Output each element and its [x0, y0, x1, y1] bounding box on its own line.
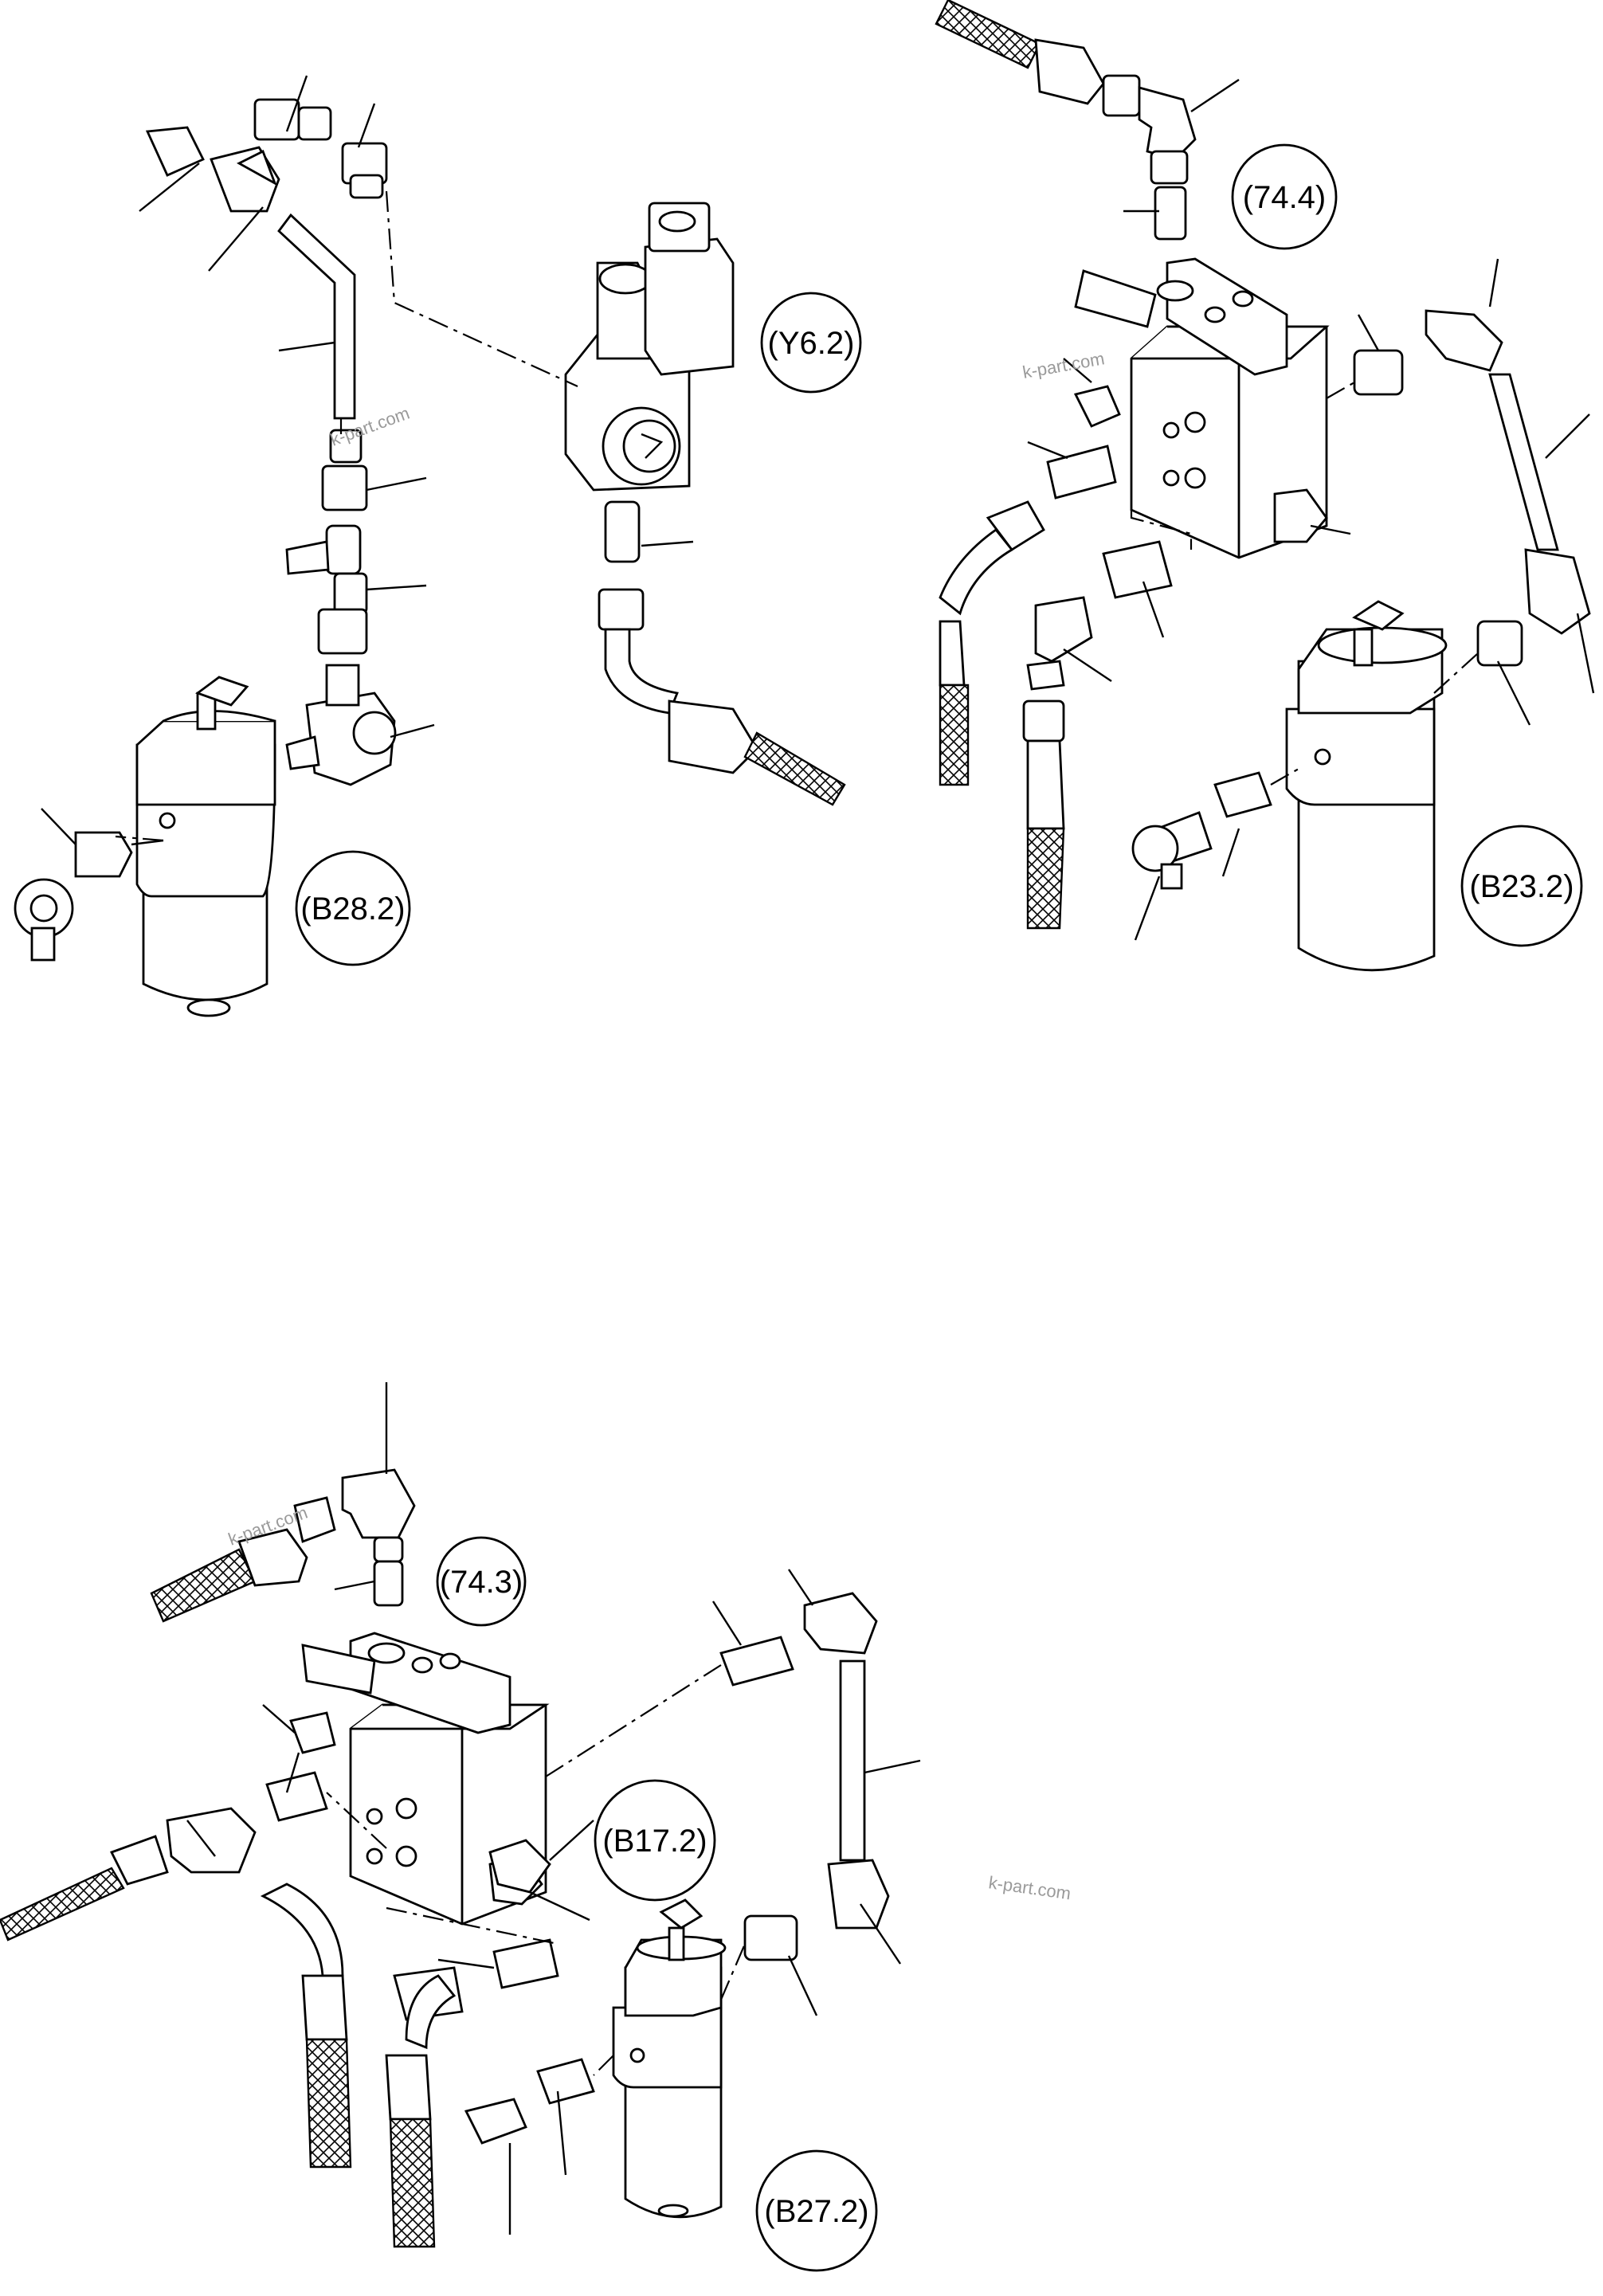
elbow-fitting [1138, 86, 1197, 161]
assembly-bottom: (74.3) (B17.2) (B27.2) k-part.com k-part… [0, 1382, 1072, 2272]
connection-line [719, 1943, 747, 2000]
callout-label: (74.3) [440, 1565, 523, 1600]
assembly-top-right: (74.4) (B23.2) k-part.com [935, 0, 1595, 972]
connection-line [386, 1906, 559, 1945]
filter-b28-2 [135, 676, 276, 1017]
top-hose [150, 1548, 257, 1623]
callout-74-3: (74.3) [436, 1536, 527, 1627]
left-hose-assembly [939, 445, 1173, 930]
callout-b23-2: (B23.2) [1460, 825, 1583, 947]
filter-fitting [464, 2098, 527, 2145]
connection-line [1326, 382, 1355, 399]
left-tee-assembly [0, 1771, 559, 2248]
connection-line [385, 190, 578, 388]
top-left-fittings [145, 98, 388, 213]
sensor-b17-2 [488, 1839, 551, 1894]
callout-label: (B23.2) [1469, 869, 1574, 904]
bent-tube [277, 213, 356, 420]
callout-label: (74.4) [1243, 180, 1327, 215]
filter-elbow-fitting [14, 831, 164, 962]
callout-label: (Y6.2) [768, 326, 855, 361]
filter-b23-2 [1285, 600, 1448, 972]
leader-lines [1027, 79, 1595, 941]
valve-hose [604, 628, 846, 806]
callout-y6-2: (Y6.2) [760, 292, 862, 394]
leader-lines [41, 75, 694, 845]
watermark: k-part.com [987, 1872, 1072, 1903]
vertical-tube [1488, 373, 1559, 551]
callout-label: (B28.2) [300, 891, 405, 927]
valve-y6-2 [564, 202, 735, 631]
elbow-fitting [341, 1468, 416, 1539]
filter-fitting [536, 2058, 595, 2105]
straight-connector [321, 429, 368, 511]
connection-line [1270, 768, 1299, 786]
right-elbow [803, 1592, 878, 1655]
filter-b27-2 [612, 1898, 727, 2219]
filter-tee-fitting [285, 664, 397, 786]
plug [289, 1711, 336, 1754]
connection-line [1433, 652, 1479, 694]
callout-b17-2: (B17.2) [594, 1779, 716, 1902]
vertical-tube [839, 1659, 866, 1862]
top-hose [935, 0, 1041, 69]
plug [1073, 385, 1121, 428]
filter-fitting [1213, 771, 1272, 818]
callout-label: (B17.2) [602, 1824, 707, 1859]
connection-line [1130, 510, 1193, 550]
connection-line [326, 1792, 387, 1849]
callout-b28-2: (B28.2) [295, 850, 411, 966]
callout-label: (B27.2) [764, 2194, 868, 2229]
callout-b27-2: (B27.2) [755, 2149, 878, 2272]
connection-line [115, 835, 164, 842]
tee-connector [285, 524, 368, 655]
right-elbow [1425, 309, 1503, 372]
connection-line [593, 2055, 614, 2076]
watermark: k-part.com [1021, 348, 1107, 382]
connection-line [545, 1664, 722, 1777]
callout-74-4: (74.4) [1231, 143, 1338, 250]
leader-lines [186, 1382, 921, 2235]
manifold-block-74-4 [1074, 257, 1330, 559]
assembly-top-left: (B28.2) (Y6.2) k-part.com [14, 75, 862, 1017]
